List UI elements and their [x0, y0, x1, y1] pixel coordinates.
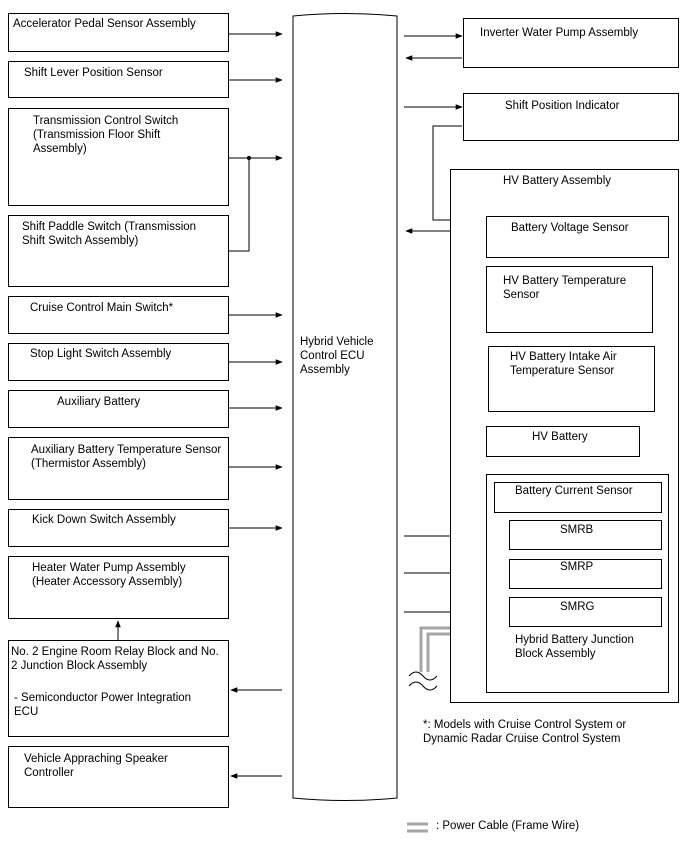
power-cable-legend-label: : Power Cable (Frame Wire)	[436, 820, 580, 832]
cruise-control-main-switch-block	[8, 296, 229, 334]
hv-battery-intake-sensor-block	[488, 346, 655, 412]
hv-battery-label: HV Battery	[532, 431, 588, 443]
shift-lever-position-sensor-block	[8, 61, 229, 98]
auxiliary-battery-temp-sensor-label: Auxiliary Battery Temperature Sensor (Th…	[31, 444, 222, 470]
battery-current-sensor-label: Battery Current Sensor	[515, 485, 633, 497]
smrb-block	[509, 520, 662, 550]
shift-paddle-switch-label: Shift Paddle Switch (Transmission Shift …	[22, 221, 197, 247]
smrp-block	[509, 559, 662, 589]
shift-position-indicator-block	[463, 93, 679, 141]
kick-down-switch-label: Kick Down Switch Assembly	[32, 514, 176, 526]
inverter-water-pump-block	[463, 18, 679, 68]
smrb-label: SMRB	[560, 524, 594, 536]
accelerator-pedal-sensor-block	[8, 13, 229, 52]
auxiliary-battery-block	[8, 390, 229, 428]
shift-position-indicator-label: Shift Position Indicator	[505, 100, 620, 112]
hybrid-vehicle-ecu-label: Hybrid Vehicle Control ECU Assembly	[300, 336, 374, 376]
hv-battery-temp-sensor-label: HV Battery Temperature Sensor	[503, 275, 627, 301]
auxiliary-battery-temp-sensor-block	[8, 437, 229, 500]
ecu-outline	[292, 13, 398, 801]
inverter-water-pump-label: Inverter Water Pump Assembly	[480, 27, 639, 39]
cruise-control-main-switch-label: Cruise Control Main Switch*	[30, 302, 174, 314]
footnote: *: Models with Cruise Control System or …	[423, 719, 627, 745]
hv-battery-assembly-label: HV Battery Assembly	[503, 175, 612, 187]
speaker-controller-block	[8, 746, 229, 808]
battery-current-sensor-block	[494, 482, 662, 513]
speaker-controller-label: Vehicle Appraching Speaker Controller	[24, 753, 168, 779]
hybrid-battery-junction-label: Hybrid Battery Junction Block Assembly	[515, 634, 634, 660]
stop-light-switch-label: Stop Light Switch Assembly	[30, 348, 172, 360]
heater-water-pump-block	[8, 556, 229, 619]
accelerator-pedal-sensor-label: Accelerator Pedal Sensor Assembly	[13, 18, 196, 30]
battery-voltage-sensor-label: Battery Voltage Sensor	[511, 222, 629, 234]
smrg-label: SMRG	[560, 601, 595, 613]
stop-light-switch-block	[8, 343, 229, 381]
relay-junction-block	[8, 640, 229, 737]
semiconductor-ecu-label: - Semiconductor Power Integration ECU	[14, 692, 192, 718]
shift-lever-position-sensor-label: Shift Lever Position Sensor	[24, 67, 163, 79]
hv-battery-temp-sensor-block	[486, 266, 653, 333]
shift-paddle-switch-block	[8, 215, 229, 287]
heater-water-pump-label: Heater Water Pump Assembly (Heater Acces…	[32, 562, 186, 588]
battery-voltage-sensor-block	[486, 216, 669, 258]
hv-battery-block	[486, 426, 640, 457]
smrp-label: SMRP	[560, 561, 594, 573]
kick-down-switch-block	[8, 509, 229, 547]
smrg-block	[509, 597, 662, 627]
relay-junction-block-label: No. 2 Engine Room Relay Block and No. 2 …	[11, 646, 219, 672]
auxiliary-battery-label: Auxiliary Battery	[57, 396, 141, 408]
transmission-control-switch-block	[8, 108, 229, 206]
transmission-control-switch-label: Transmission Control Switch (Transmissio…	[33, 115, 179, 155]
hv-battery-intake-sensor-label: HV Battery Intake Air Temperature Sensor	[510, 351, 617, 377]
